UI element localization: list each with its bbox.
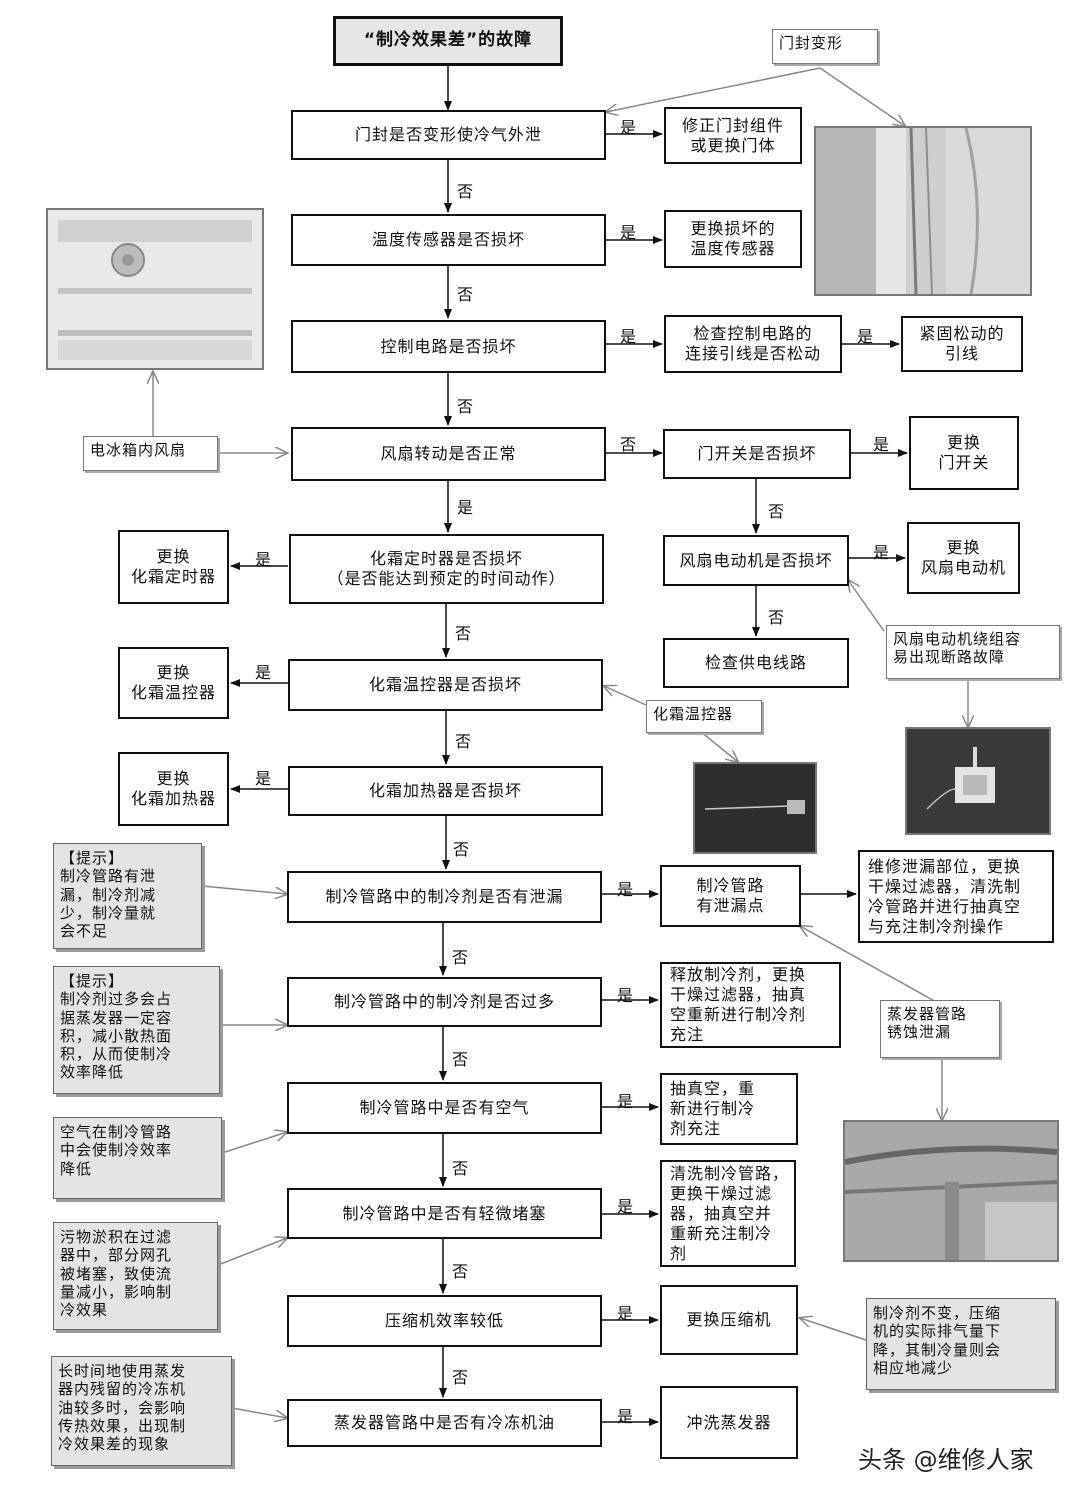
- note-compressor: 制冷剂不变，压缩 机的实际排气量下 降，其制冷量则会 相应地减少: [866, 1298, 1056, 1390]
- label-yes: 是: [620, 118, 637, 137]
- decision-defrost-timer: 化霜定时器是否损坏 （是否能达到预定的时间动作）: [289, 534, 604, 604]
- photo-fan-motor: [905, 727, 1051, 835]
- action-tighten-wires: 紧固松动的 引线: [901, 316, 1023, 372]
- label-no: 否: [457, 182, 474, 201]
- note-oil: 长时间地使用蒸发 器内残留的冷冻机 油较多时，会影响 传热效果，出现制 冷效果差…: [51, 1356, 232, 1466]
- decision-control-circuit: 控制电路是否损坏: [291, 320, 606, 373]
- decision-door-switch: 门开关是否损坏: [663, 429, 851, 479]
- note-excess: 【提示】 制冷剂过多会占 据蒸发器一定容 积，减小散热面 积，从而使制冷 效率降…: [53, 966, 220, 1094]
- main-arrows: [230, 64, 908, 1426]
- action-release-refrigerant: 释放制冷剂，更换 干燥过滤器，抽真 空重新进行制冷剂 充注: [660, 962, 841, 1048]
- decision-air-in-pipe: 制冷管路中是否有空气: [287, 1082, 602, 1134]
- decision-evaporator-oil: 蒸发器管路中是否有冷冻机油: [287, 1399, 602, 1447]
- action-vacuum-recharge: 抽真空，重 新进行制冷 剂充注: [660, 1073, 798, 1145]
- callout-arrows: [153, 67, 968, 1418]
- tag-fan-motor-winding: 风扇电动机绕组容 易出现断路故障: [886, 625, 1060, 679]
- label-no: 否: [457, 285, 474, 304]
- action-fix-door-seal: 修正门封组件 或更换门体: [664, 107, 802, 164]
- label-yes: 是: [617, 1407, 634, 1426]
- label-yes: 是: [617, 880, 634, 899]
- label-yes: 是: [617, 986, 634, 1005]
- action-repair-leak: 维修泄漏部位，更换 干燥过滤器，清洗制 冷管路并进行抽真空 与充注制冷剂操作: [858, 850, 1054, 943]
- label-yes: 是: [255, 550, 272, 569]
- photo-door-seal: [814, 126, 1032, 296]
- label-yes: 是: [620, 327, 637, 346]
- decision-compressor-efficiency: 压缩机效率较低: [287, 1295, 602, 1347]
- label-no: 否: [455, 624, 472, 643]
- tag-defrost-thermostat: 化霜温控器: [646, 700, 762, 733]
- label-no: 否: [452, 1262, 469, 1281]
- action-leak-point: 制冷管路 有泄漏点: [660, 865, 801, 927]
- photo-evaporator: [843, 1120, 1059, 1262]
- action-replace-defrost-heater: 更换 化霜加热器: [118, 752, 229, 826]
- label-yes: 是: [620, 223, 637, 242]
- label-no: 否: [620, 435, 637, 454]
- action-flush-evaporator: 冲洗蒸发器: [660, 1386, 798, 1459]
- flowchart-title: “制冷效果差”的故障: [333, 16, 563, 66]
- label-no: 否: [455, 732, 472, 751]
- action-clean-pipes: 清洗制冷管路， 更换干燥过滤 器，抽真空并 重新充注制冷 剂: [660, 1160, 796, 1267]
- action-replace-compressor: 更换压缩机: [660, 1285, 798, 1355]
- decision-defrost-thermostat: 化霜温控器是否损坏: [288, 659, 603, 711]
- note-leak: 【提示】 制冷管路有泄 漏，制冷剂减 少，制冷量就 会不足: [53, 843, 202, 949]
- decision-door-seal: 门封是否变形使冷气外泄: [291, 110, 606, 160]
- label-yes: 是: [617, 1092, 634, 1111]
- action-replace-defrost-timer: 更换 化霜定时器: [118, 530, 229, 604]
- decision-pipe-blockage: 制冷管路中是否有轻微堵塞: [287, 1188, 602, 1239]
- tag-door-seal-deformed: 门封变形: [772, 29, 878, 64]
- label-yes: 是: [617, 1197, 634, 1216]
- tag-inner-fan: 电冰箱内风扇: [83, 436, 218, 471]
- label-no: 否: [453, 840, 470, 859]
- label-no: 否: [457, 397, 474, 416]
- label-no: 否: [452, 948, 469, 967]
- photo-defrost-thermostat: [693, 762, 817, 854]
- action-replace-defrost-thermostat: 更换 化霜温控器: [118, 647, 229, 719]
- decision-refrigerant-excess: 制冷管路中的制冷剂是否过多: [287, 977, 602, 1027]
- note-blockage: 污物淤积在过滤 器中，部分网孔 被堵塞，致使流 量减小，影响制 冷效果: [53, 1222, 218, 1330]
- label-yes: 是: [457, 498, 474, 517]
- action-check-wiring: 检查控制电路的 连接引线是否松动: [664, 315, 842, 373]
- label-yes: 是: [857, 327, 874, 346]
- watermark: 头条 @维修人家: [858, 1446, 1034, 1474]
- label-yes: 是: [255, 769, 272, 788]
- decision-defrost-heater: 化霜加热器是否损坏: [288, 766, 603, 816]
- label-no: 否: [452, 1050, 469, 1069]
- decision-refrigerant-leak: 制冷管路中的制冷剂是否有泄漏: [287, 871, 602, 923]
- action-replace-temp-sensor: 更换损坏的 温度传感器: [664, 210, 802, 268]
- photo-fridge-interior: [46, 208, 264, 370]
- label-no: 否: [768, 608, 785, 627]
- label-no: 否: [768, 502, 785, 521]
- label-no: 否: [452, 1159, 469, 1178]
- label-yes: 是: [617, 1304, 634, 1323]
- decision-fan-rotation: 风扇转动是否正常: [291, 427, 606, 481]
- action-replace-fan-motor: 更换 风扇电动机: [907, 522, 1020, 594]
- decision-temp-sensor: 温度传感器是否损坏: [291, 214, 606, 266]
- action-check-power: 检查供电线路: [663, 638, 849, 688]
- label-no: 否: [452, 1368, 469, 1387]
- decision-fan-motor: 风扇电动机是否损坏: [663, 535, 849, 586]
- label-yes: 是: [873, 543, 890, 562]
- note-air: 空气在制冷管路 中会使制冷效率 降低: [53, 1117, 222, 1199]
- label-yes: 是: [873, 435, 890, 454]
- action-replace-door-switch: 更换 门开关: [909, 416, 1019, 490]
- label-yes: 是: [255, 663, 272, 682]
- tag-evaporator-corrosion: 蒸发器管路 锈蚀泄漏: [880, 1000, 1000, 1058]
